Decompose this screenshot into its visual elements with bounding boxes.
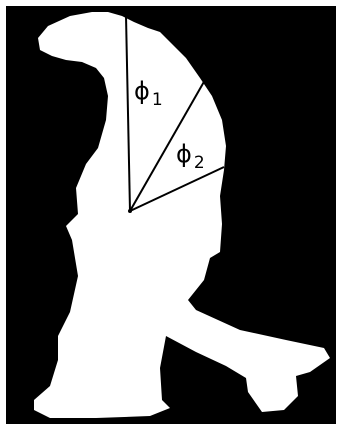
angle-vertex — [128, 209, 132, 213]
